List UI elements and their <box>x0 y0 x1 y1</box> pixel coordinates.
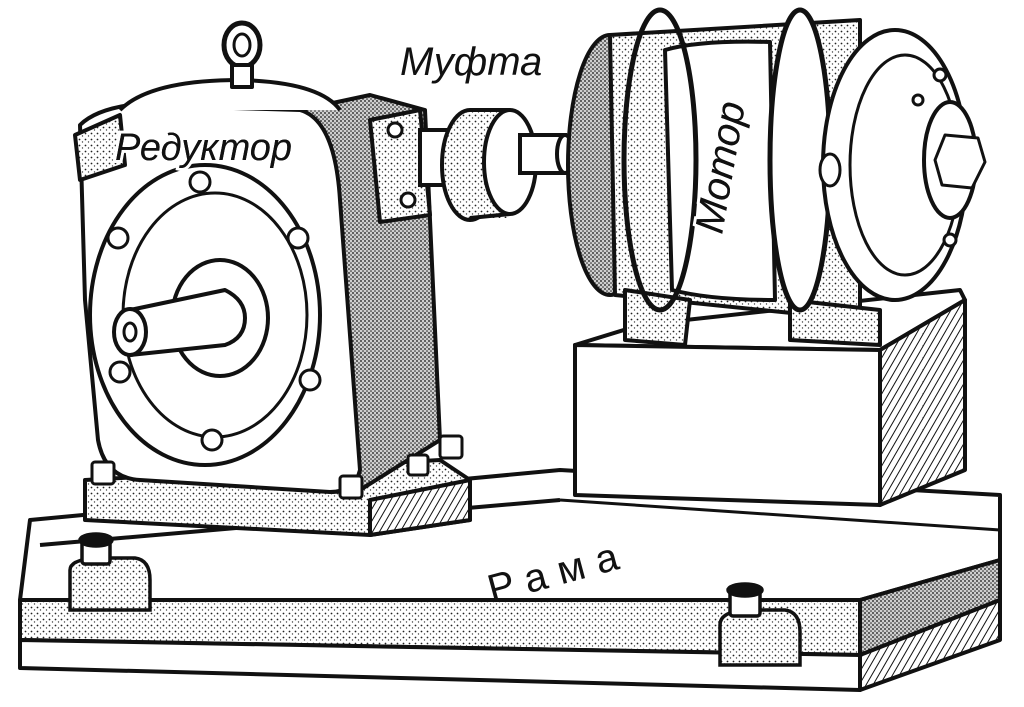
gearbox-ear <box>73 113 127 182</box>
frame-edge-line-2 <box>559 498 1001 532</box>
input-flange <box>368 108 432 224</box>
anchor-foot-right <box>718 582 802 667</box>
label-coupling: Муфта <box>400 40 542 84</box>
output-shaft <box>128 288 247 357</box>
motor-foot-left <box>623 288 692 347</box>
pedestal-side <box>878 298 967 507</box>
end-cap-bolts <box>911 67 958 248</box>
cover-bolts <box>106 170 322 452</box>
gearbox <box>73 20 472 537</box>
motor-hub-nut <box>933 133 987 190</box>
gearbox-base-side <box>368 478 472 537</box>
frame-flange-side <box>858 598 1002 692</box>
motor-foot-right <box>788 298 882 347</box>
motor-pedestal <box>573 288 967 507</box>
motor-ring-left <box>621 7 699 313</box>
lifting-eye-stem <box>230 63 254 89</box>
coupling <box>418 108 575 222</box>
motor <box>566 7 987 347</box>
pedestal-front <box>573 343 882 507</box>
label-gearbox-fill: Редуктор <box>115 127 292 169</box>
anchor-foot-left <box>68 532 152 612</box>
gearbox-base-bolts <box>90 434 464 500</box>
label-gearbox: Редуктор <box>115 127 292 169</box>
